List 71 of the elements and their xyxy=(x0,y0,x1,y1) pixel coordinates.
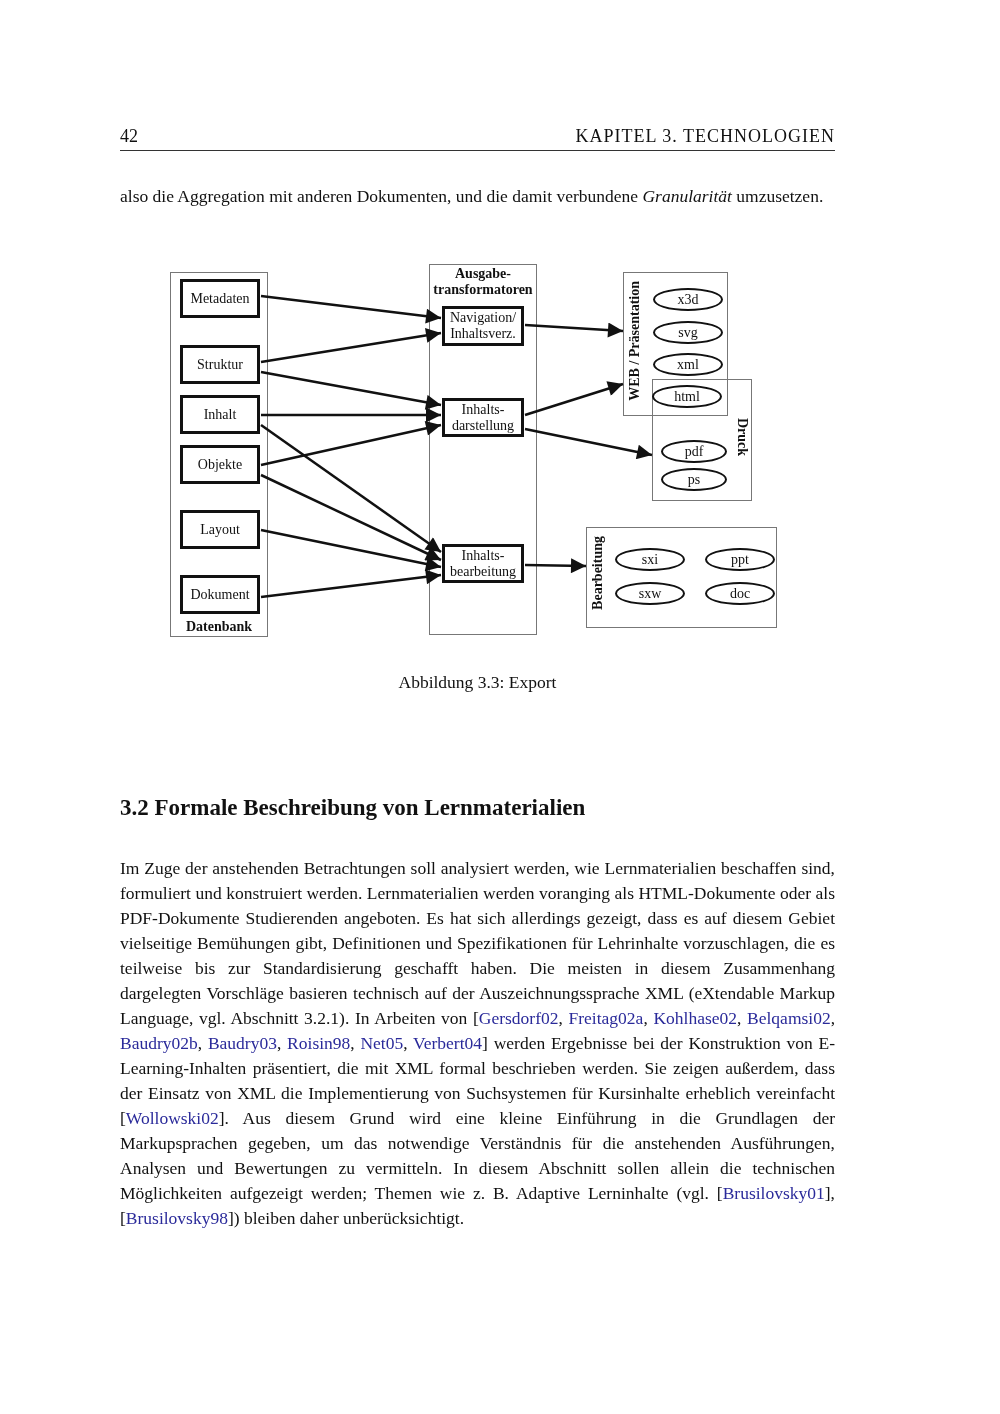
citation-link: Verbert04 xyxy=(413,1033,483,1053)
node-label: ps xyxy=(687,471,701,488)
node-label: Objekte xyxy=(196,456,244,473)
node-label: Inhalt xyxy=(202,406,238,423)
process-box xyxy=(442,306,524,346)
node-label: Metadaten xyxy=(189,290,251,307)
page-number: 42 xyxy=(120,126,139,147)
running-header: KAPITEL 3. TECHNOLOGIEN xyxy=(574,126,835,147)
group-title: Druck xyxy=(734,418,750,457)
citation-link: Wollowski02 xyxy=(125,1108,219,1128)
process-box xyxy=(442,398,524,437)
node-label: Navigation/ Inhaltsverz. xyxy=(448,310,518,342)
process-box xyxy=(180,510,260,549)
citation-link: Brusilovsky01 xyxy=(722,1183,825,1203)
node-label: sxi xyxy=(641,551,659,568)
process-box xyxy=(180,575,260,614)
arrow xyxy=(260,328,442,364)
node-label: doc xyxy=(729,585,751,602)
arrow xyxy=(260,423,442,554)
node-label: svg xyxy=(678,324,698,341)
arrow xyxy=(260,473,442,562)
group-frame xyxy=(586,527,777,628)
process-box xyxy=(180,279,260,318)
arrow xyxy=(260,528,442,572)
node-label: pdf xyxy=(684,443,704,460)
group-title: Datenbank xyxy=(184,619,254,635)
node-label: xml xyxy=(677,356,699,373)
citation-link: Net05 xyxy=(360,1033,404,1053)
arrow xyxy=(260,569,442,599)
process-box xyxy=(180,395,260,434)
process-box xyxy=(442,544,524,583)
node-label: Inhalts- bearbeitung xyxy=(448,547,518,580)
arrow xyxy=(524,381,624,417)
citation-link: Freitag02a xyxy=(568,1008,644,1028)
group-title: Bearbeitung xyxy=(590,536,606,610)
arrow xyxy=(260,370,442,410)
body-text: Im Zuge der anstehenden Betrachtungen soll analysiert werden, wie Lernmaterialien beschaffen sind, formuliert und konstruiert werden. Lernmaterialien werden voranging als HTML-Dokumente oder als PDF-Dokumente Studierenden angeboten. Es hat sich allerdings gezeigt, dass es auf diesem Gebiet vielseitige Bemühungen gibt, Definitionen und Spezifikationen für Lehrinhalte vorzuschlagen, die es teilweise bis zur Standardisierung geschafft haben. Die meisten in diesem Zusammenhang dargelegten Vorschläge basieren technisch auf der Auszeichnungssprache XML (eXtendable Markup Language, vgl. Abschnitt 3.2.1). In Arbeiten von [Gersdorf02, Freitag02a, Kohlhase02, Belqamsi02, Baudry02b, Baudry03, Roisin98, Net05, Verbert04] werden Ergebnisse bei der Konstruktion von E-Learning-Inhalten präsentiert, die mit XML formal beschrieben werden. Sie zeigen außerdem, dass der Einsatz von XML die Implementierung von Suchsystemen für Kursinhalte erheblich vereinfacht [Wollowski02]. Aus diesem Grund wird eine kleine Einführung in die Grundlagen der Markupsprachen gegeben, um das notwendige Verständnis für die anstehenden Ausführungen, Analysen und Bewertungen zu vermitteln. In diesem Abschnitt sollen allein die technischen Möglichkeiten aufgezeigt werden; Themen wie z. B. Adaptive Lerninhalte (vgl. [Brusilovsky01],[Brusilovsky98]) bleiben daher unberücksichtigt. xyxy=(120,857,835,1230)
format-ellipse xyxy=(705,548,775,571)
group-title: WEB / Präsentation xyxy=(627,281,643,401)
citation-link: Baudry02b xyxy=(120,1033,198,1053)
group-frame xyxy=(170,272,268,637)
section-heading: 3.2 Formale Beschreibung von Lernmaterialien xyxy=(120,795,587,821)
node-label: Dokument xyxy=(189,586,251,603)
arrow xyxy=(524,558,587,574)
arrow xyxy=(524,427,653,460)
node-label: Layout xyxy=(199,521,241,538)
format-ellipse xyxy=(652,385,722,408)
arrow xyxy=(260,420,442,467)
citation-link: Roisin98 xyxy=(287,1033,351,1053)
citation-link: Gersdorf02 xyxy=(478,1008,559,1028)
arrow xyxy=(524,322,624,338)
group-frame xyxy=(429,264,537,635)
node-label: Struktur xyxy=(196,356,244,373)
arrow xyxy=(261,407,441,423)
process-box xyxy=(180,445,260,484)
citation-link: Brusilovsky98 xyxy=(125,1208,228,1228)
citation-link: Kohlhase02 xyxy=(653,1008,738,1028)
citation-link: Belqamsi02 xyxy=(747,1008,831,1028)
format-ellipse xyxy=(705,582,775,605)
node-label: x3d xyxy=(677,291,699,308)
node-label: sxw xyxy=(638,585,662,602)
process-box xyxy=(180,345,260,384)
citation-link: Baudry03 xyxy=(207,1033,277,1053)
group-title: Ausgabe- transformatoren xyxy=(432,266,534,298)
group-frame xyxy=(652,379,752,501)
figure-caption: Abbildung 3.3: Export xyxy=(397,672,558,693)
body-text: also die Aggregation mit anderen Dokumenten, und die damit verbundene Granularität umzusetzen. xyxy=(120,185,825,208)
node-label: html xyxy=(674,388,700,405)
node-label: Inhalts- darstellung xyxy=(450,401,516,434)
arrow xyxy=(260,294,442,324)
node-label: ppt xyxy=(731,551,749,568)
